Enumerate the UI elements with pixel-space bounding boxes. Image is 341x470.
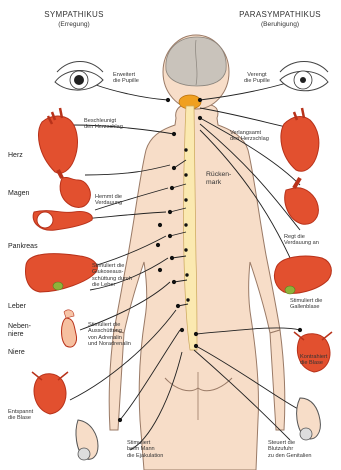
para-effect-genital-blood: Steuert die Blutzufuhr zu den Genitalien <box>268 440 312 459</box>
left-bladder-icon <box>32 372 68 414</box>
organ-label-adrenal: Neben- niere <box>8 323 31 339</box>
left-stomach-icon <box>58 170 90 207</box>
right-heart-icon <box>281 108 319 171</box>
symp-effect-glucose: Stimuliert die Glukoseaus- schüttung dur… <box>92 263 132 288</box>
right-forearm <box>270 330 285 430</box>
para-effect-digestion: Regt die Verdauung an <box>284 234 319 247</box>
body-silhouette <box>114 105 280 470</box>
para-effect-gallbladder: Stimuliert die Gallenblase <box>290 298 322 311</box>
symp-effect-heart: Beschleunigt den Herzschlag <box>84 118 123 131</box>
left-kidney-icon <box>62 310 77 347</box>
left-eye-icon <box>55 62 103 91</box>
symp-effect-digestion: Hemmt die Verdauung <box>95 194 122 207</box>
symp-effect-adrenaline: Stimuliert die Ausschüttung von Adrenali… <box>88 322 131 347</box>
left-genitals-icon <box>76 420 98 460</box>
symp-effect-bladder: Entspannt die Blase <box>8 409 33 422</box>
sympathetic-subtitle: (Erregung) <box>28 21 120 28</box>
organ-label-kidney: Niere <box>8 349 25 357</box>
sympathetic-title: SYMPATHIKUS <box>28 11 120 20</box>
right-genitals-icon <box>297 398 321 440</box>
right-liver-icon <box>274 256 331 294</box>
organ-label-heart: Herz <box>8 152 23 160</box>
head <box>163 35 229 109</box>
para-effect-heart: Verlangsamt den Herzschlag <box>230 130 269 143</box>
para-effect-pupil: Verengt die Pupille <box>244 72 270 85</box>
left-pancreas-icon <box>33 211 92 231</box>
organ-label-liver: Leber <box>8 303 26 311</box>
left-liver-icon <box>26 254 98 292</box>
left-heart-icon <box>38 108 77 173</box>
symp-effect-pupil: Erweitert die Pupille <box>113 72 139 85</box>
para-effect-bladder: Kontrahiert die Blase <box>300 354 327 367</box>
parasympathetic-title: PARASYMPATHIKUS <box>228 11 332 20</box>
spinal-cord-label: Rücken- mark <box>206 171 236 186</box>
right-eye-icon <box>280 62 328 91</box>
organ-label-pancreas: Pankreas <box>8 243 38 251</box>
parasympathetic-subtitle: (Beruhigung) <box>228 21 332 28</box>
human-body-figure <box>109 105 285 470</box>
symp-effect-ejaculation: Stimuliert beim Mann die Ejakulation <box>127 440 163 459</box>
organ-label-stomach: Magen <box>8 190 29 198</box>
